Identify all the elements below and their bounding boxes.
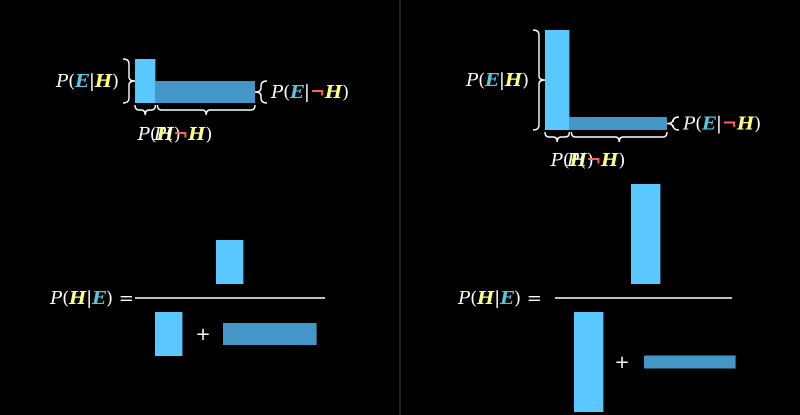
open-paren: ( xyxy=(166,124,173,145)
given-bar: | xyxy=(716,114,722,135)
plus-sign: + xyxy=(195,324,210,345)
brace-p-h xyxy=(134,104,157,116)
open-paren: ( xyxy=(695,114,702,135)
h-symbol: H xyxy=(68,288,87,309)
close-paren: ) xyxy=(112,71,119,92)
p-symbol: P xyxy=(137,124,151,145)
close-paren: ) xyxy=(587,150,594,171)
bar-e-and-not-h xyxy=(155,81,255,103)
label-p-e-given-not-h: P(E|¬H) xyxy=(270,82,349,103)
open-paren: ( xyxy=(62,288,69,309)
label-p-h-given-e: P(H|E) = xyxy=(49,288,134,309)
given-bar: | xyxy=(86,288,92,309)
bar-e-and-h xyxy=(135,59,156,103)
label-p-e-given-h: P(E|H) xyxy=(465,70,529,91)
open-paren: ( xyxy=(150,124,157,145)
given-bar: | xyxy=(304,82,310,103)
numerator-bar-e-and-h xyxy=(216,240,244,284)
p-symbol: P xyxy=(49,288,63,309)
open-paren: ( xyxy=(283,82,290,103)
open-paren: ( xyxy=(579,150,586,171)
e-symbol: E xyxy=(91,288,106,309)
p-symbol: P xyxy=(682,114,696,135)
bar-e-and-h xyxy=(545,30,570,130)
close-paren: ) xyxy=(106,288,113,309)
h-symbol: H xyxy=(736,114,755,135)
p-symbol: P xyxy=(566,150,580,171)
brace-p-e-given-not-h xyxy=(254,80,268,104)
h-symbol: H xyxy=(324,82,343,103)
h-symbol: H xyxy=(156,124,175,145)
label-p-h-given-e: P(H|E) = xyxy=(457,288,542,309)
bar-e-and-not-h xyxy=(569,117,667,130)
negation-symbol: ¬ xyxy=(722,114,737,135)
open-paren: ( xyxy=(68,71,75,92)
p-symbol: P xyxy=(55,71,69,92)
label-p-not-h: P(¬H) xyxy=(566,150,625,171)
label-p-not-h: P(¬H) xyxy=(153,124,212,145)
equals-sign: = xyxy=(113,288,134,309)
e-symbol: E xyxy=(74,71,89,92)
h-symbol: H xyxy=(600,150,619,171)
open-paren: ( xyxy=(478,70,485,91)
plus-sign: + xyxy=(614,352,629,373)
label-p-e-given-h: P(E|H) xyxy=(55,71,119,92)
denominator-bar-e-and-not-h xyxy=(644,355,736,369)
brace-p-not-h xyxy=(156,104,256,116)
close-paren: ) xyxy=(754,114,761,135)
given-bar: | xyxy=(494,288,500,309)
brace-p-e-given-h xyxy=(122,58,136,104)
brace-p-e-given-not-h xyxy=(666,116,680,131)
given-bar: | xyxy=(89,71,95,92)
h-symbol: H xyxy=(94,71,113,92)
numerator-bar-e-and-h xyxy=(631,184,661,284)
negation-symbol: ¬ xyxy=(586,150,601,171)
e-symbol: E xyxy=(701,114,716,135)
h-symbol: H xyxy=(569,150,588,171)
p-symbol: P xyxy=(153,124,167,145)
denominator-bar-e-and-not-h xyxy=(223,323,317,345)
negation-symbol: ¬ xyxy=(173,124,188,145)
brace-p-h xyxy=(544,131,571,143)
e-symbol: E xyxy=(484,70,499,91)
p-symbol: P xyxy=(550,150,564,171)
given-bar: | xyxy=(499,70,505,91)
denominator-bar-e-and-h xyxy=(155,312,183,356)
label-p-e-given-not-h: P(E|¬H) xyxy=(682,114,761,135)
h-symbol: H xyxy=(187,124,206,145)
brace-p-not-h xyxy=(570,131,668,143)
close-paren: ) xyxy=(618,150,625,171)
p-symbol: P xyxy=(270,82,284,103)
brace-p-e-given-h xyxy=(532,29,546,131)
h-symbol: H xyxy=(504,70,523,91)
h-symbol: H xyxy=(476,288,495,309)
label-p-h: P(H) xyxy=(137,124,181,145)
close-paren: ) xyxy=(205,124,212,145)
denominator-bar-e-and-h xyxy=(574,312,604,412)
negation-symbol: ¬ xyxy=(310,82,325,103)
e-symbol: E xyxy=(289,82,304,103)
close-paren: ) xyxy=(342,82,349,103)
close-paren: ) xyxy=(522,70,529,91)
label-p-h: P(H) xyxy=(550,150,594,171)
open-paren: ( xyxy=(470,288,477,309)
e-symbol: E xyxy=(499,288,514,309)
p-symbol: P xyxy=(465,70,479,91)
p-symbol: P xyxy=(457,288,471,309)
equals-sign: = xyxy=(521,288,542,309)
close-paren: ) xyxy=(174,124,181,145)
close-paren: ) xyxy=(514,288,521,309)
open-paren: ( xyxy=(563,150,570,171)
